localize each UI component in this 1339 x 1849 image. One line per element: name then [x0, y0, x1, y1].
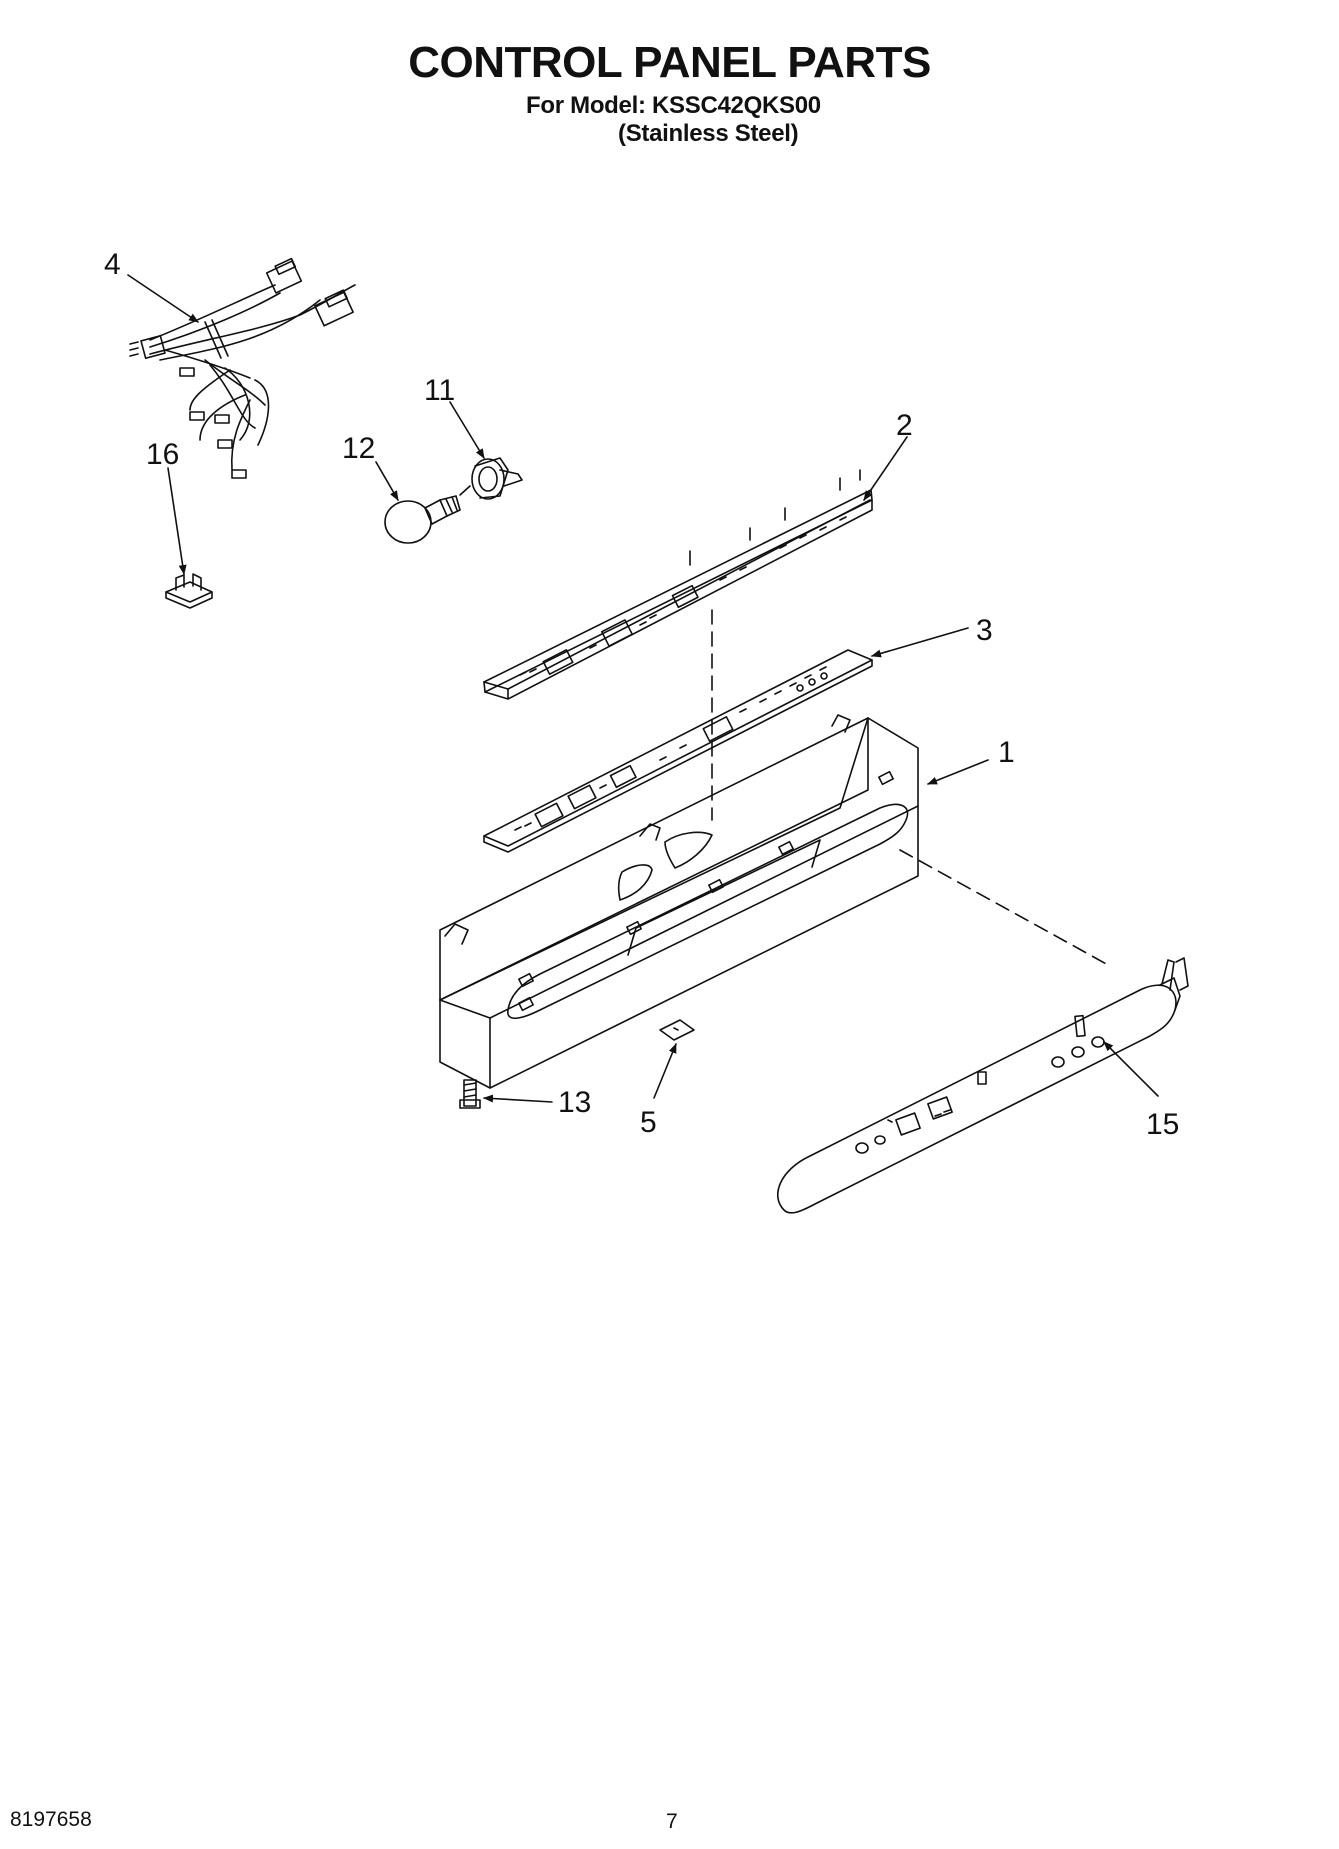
callout-1: 1 [998, 736, 1015, 769]
callout-12: 12 [342, 432, 375, 465]
callout-5: 5 [640, 1106, 657, 1139]
callout-16: 16 [146, 438, 179, 471]
part-3-membrane-board [483, 649, 873, 853]
callout-2: 2 [896, 409, 913, 442]
page-number: 7 [666, 1810, 678, 1833]
callout-4: 4 [104, 248, 121, 281]
part-11-socket [459, 457, 523, 500]
part-15-trim-panel [777, 957, 1189, 1214]
alignment-line-diagonal [899, 849, 1111, 967]
part-5-label [659, 1019, 695, 1041]
callout-3: 3 [976, 614, 993, 647]
page-title: CONTROL PANEL PARTS [408, 38, 931, 87]
part-13-screw [459, 1079, 481, 1109]
callout-13: 13 [558, 1086, 591, 1119]
part-16-clip [165, 573, 213, 609]
finish-line: (Stainless Steel) [618, 120, 799, 147]
part-2-control-board [483, 469, 873, 700]
document-number: 8197658 [10, 1808, 92, 1831]
callout-11: 11 [424, 374, 455, 407]
callout-15: 15 [1146, 1108, 1179, 1141]
part-1-housing [439, 714, 919, 1089]
part-4-wire-harness [129, 257, 356, 479]
leader-arrows [127, 274, 1159, 1103]
model-line: For Model: KSSC42QKS00 [526, 92, 821, 119]
part-12-bulb [384, 495, 461, 544]
